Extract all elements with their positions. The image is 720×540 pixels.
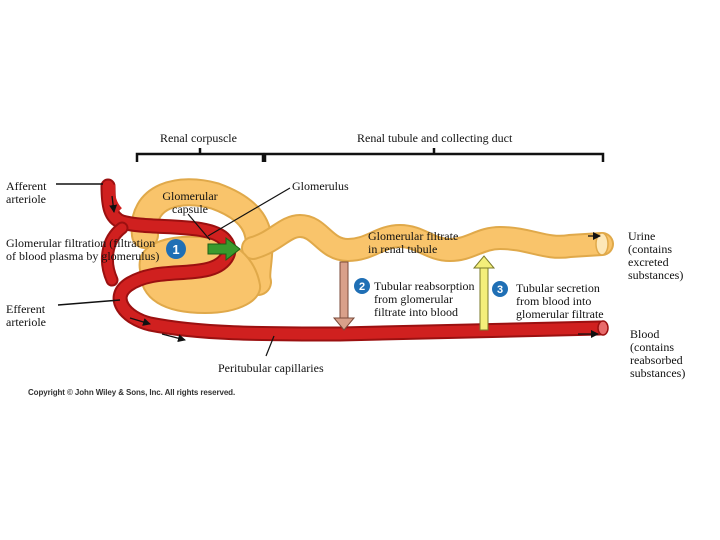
- step-3-badge: 3: [492, 281, 508, 297]
- afferent-arteriole-label: Afferent arteriole: [6, 179, 47, 206]
- glomerular-filtration-label: Glomerular filtration (filtration of blo…: [6, 236, 160, 263]
- reabsorption-arrow: [332, 261, 356, 331]
- step-2-number: 2: [359, 281, 365, 293]
- tubular-reabsorption-label: Tubular reabsorption from glomerular fil…: [374, 279, 475, 319]
- filtration-arrow: [207, 236, 241, 262]
- step-3-number: 3: [497, 284, 503, 296]
- step-1-number: 1: [172, 242, 179, 257]
- step-1-badge: 1: [166, 239, 186, 259]
- urine-label: Urine (contains excreted substances): [628, 229, 684, 282]
- copyright-notice: Copyright © John Wiley & Sons, Inc. All …: [28, 388, 236, 397]
- leader-capsule: [187, 213, 211, 241]
- renal-tubule-label: Renal tubule and collecting duct: [357, 131, 513, 145]
- glomerular-capsule-label: Glomerular capsule: [162, 189, 218, 216]
- tubular-secretion-label: Tubular secretion from blood into glomer…: [516, 281, 604, 321]
- peritubular-capillaries-label: Peritubular capillaries: [218, 361, 324, 375]
- flow-arrow-afferent: [109, 195, 118, 213]
- renal-corpuscle-label: Renal corpuscle: [160, 131, 237, 145]
- leader-glomerulus: [207, 187, 291, 237]
- secretion-arrow: [472, 255, 496, 331]
- blood-label: Blood (contains reabsorbed substances): [630, 327, 686, 380]
- renal-corpuscle-bracket: [135, 148, 265, 162]
- efferent-arteriole-label: Efferent arteriole: [6, 302, 46, 329]
- leader-peritubular: [265, 335, 275, 357]
- renal-tubule-bracket: [263, 148, 605, 162]
- glomerulus-label: Glomerulus: [292, 179, 349, 193]
- step-2-badge: 2: [354, 278, 370, 294]
- flow-arrow-efferent: [129, 317, 151, 326]
- flow-arrow-capillary: [161, 333, 186, 343]
- leader-efferent: [57, 299, 121, 306]
- glomerular-filtrate-label: Glomerular filtrate in renal tubule: [368, 229, 459, 256]
